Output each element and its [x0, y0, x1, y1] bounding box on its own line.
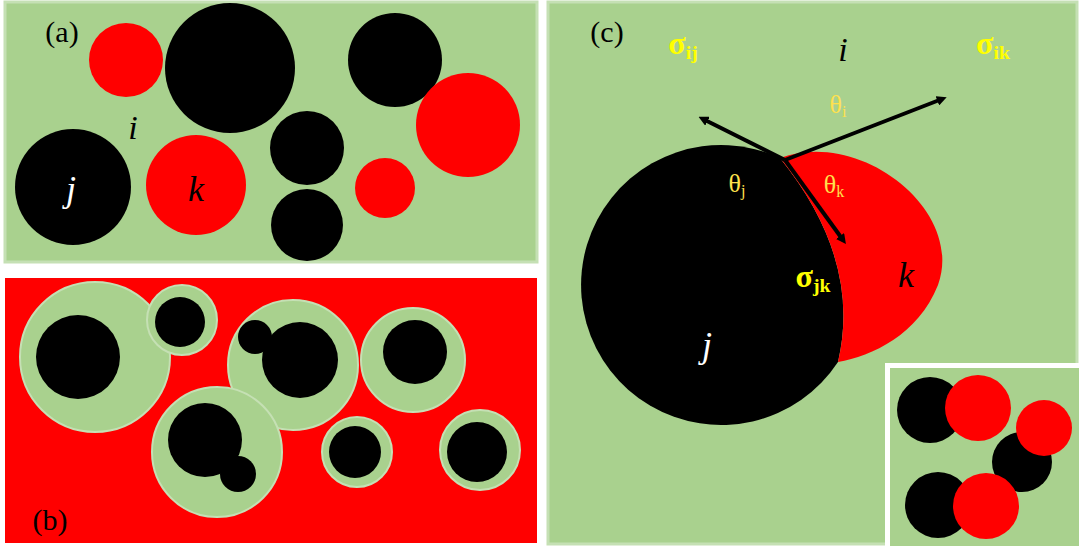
- tension-arrow: [785, 160, 843, 240]
- panel-letter: (c): [590, 17, 623, 47]
- inset-ground: [890, 368, 1079, 546]
- droplet-circle: j: [15, 129, 131, 245]
- panel-letter: (b): [33, 505, 68, 535]
- panel: (b): [5, 278, 537, 543]
- panel: (a) i j k: [5, 2, 537, 262]
- panel-a-ground: [5, 2, 537, 262]
- tension-arrow: [785, 99, 942, 160]
- droplet-lens: k: [780, 128, 965, 362]
- panel-c-ground: [548, 2, 1077, 544]
- droplet-circle: k: [146, 135, 246, 235]
- angle-label: θj: [729, 171, 746, 199]
- tension-label: σij: [668, 27, 698, 63]
- tension-label: σik: [976, 27, 1010, 63]
- angle-label: θi: [830, 92, 847, 120]
- phase-label: i: [838, 33, 847, 67]
- droplet-j: [581, 145, 843, 425]
- angle-label: θk: [824, 172, 845, 200]
- tension-arrow: [703, 119, 785, 160]
- panel-b-ground: [5, 278, 537, 543]
- phase-label: k: [898, 257, 914, 293]
- phase-label: j: [66, 171, 76, 207]
- phase-label: k: [188, 171, 204, 207]
- droplet-k: [780, 152, 942, 362]
- panel-letter: (a): [45, 17, 78, 47]
- phase-label: i: [128, 111, 137, 145]
- tension-label: σjk: [795, 260, 830, 296]
- inset-frame: [885, 363, 1079, 546]
- phase-label: j: [702, 327, 712, 363]
